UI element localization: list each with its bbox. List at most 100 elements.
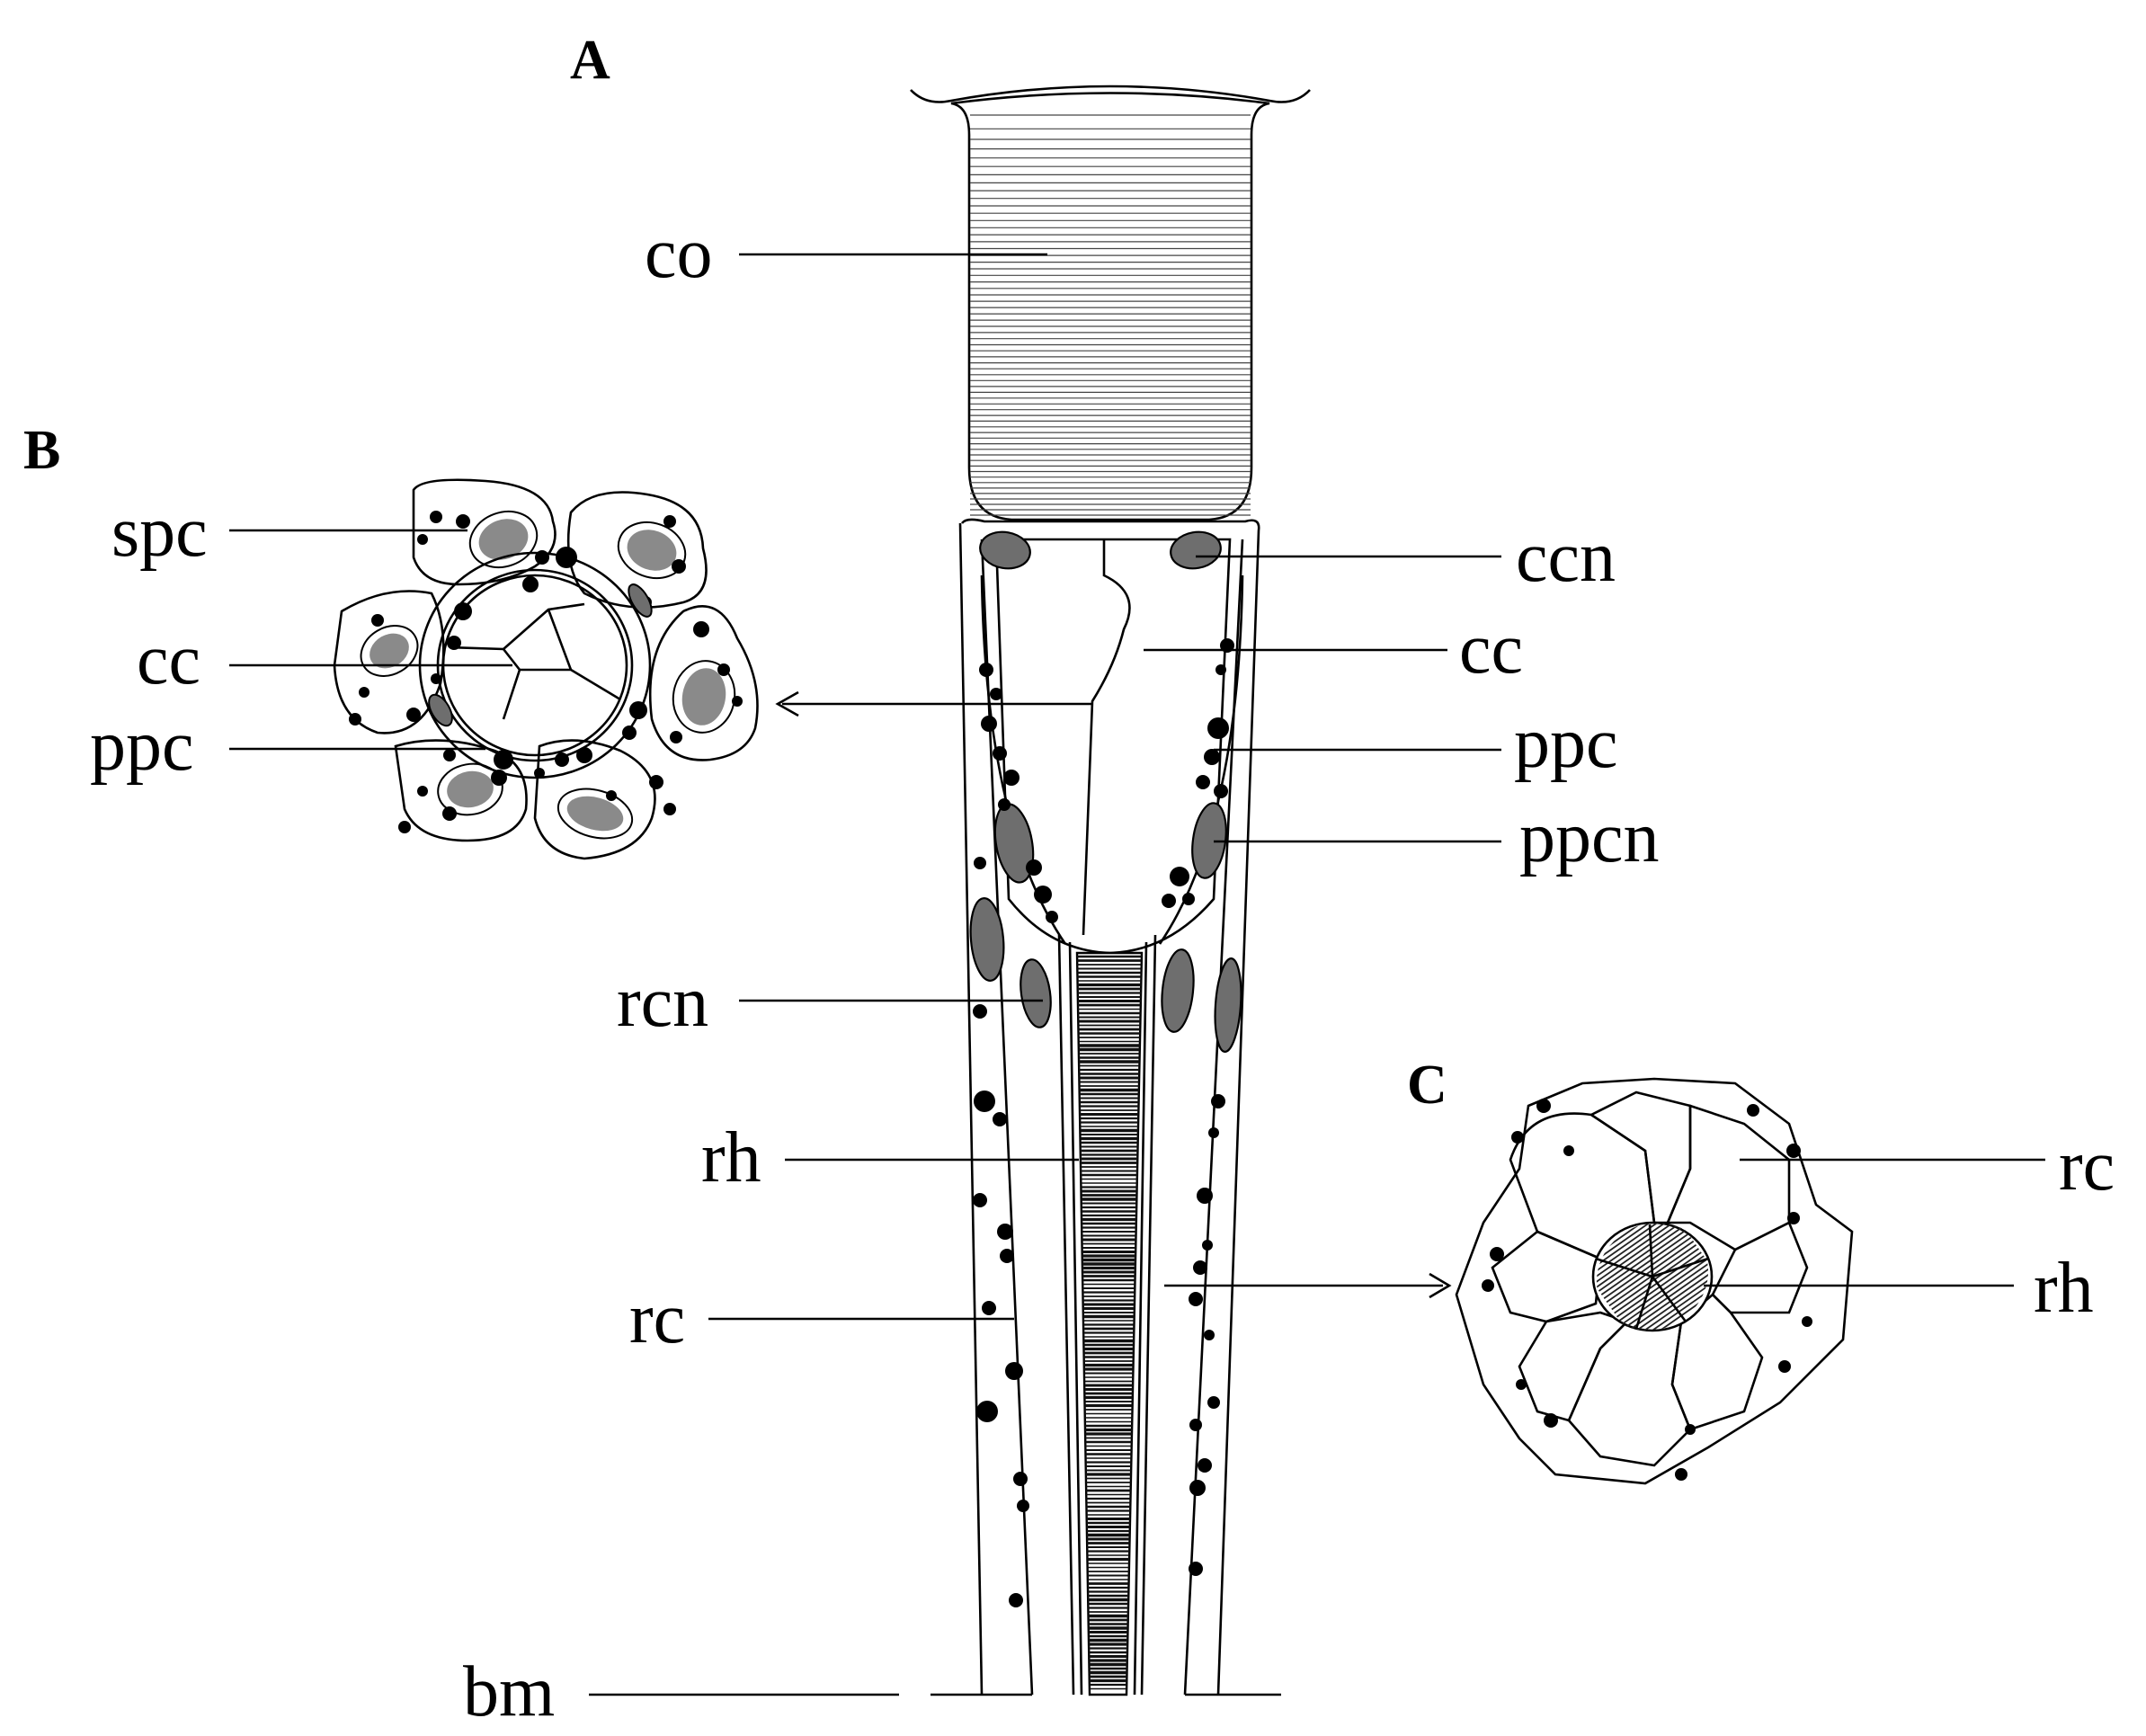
rhabdom-hatch	[1593, 1222, 1681, 1285]
label-ccn: ccn	[1516, 518, 1616, 597]
pigment-granule	[1207, 717, 1229, 739]
pigment-granule	[1198, 1458, 1212, 1473]
pigment-granule	[1563, 1145, 1574, 1156]
pigment-granule	[447, 636, 461, 650]
pigment-granule	[1189, 1292, 1203, 1306]
panel-c-cross-section	[1455, 1077, 1854, 1485]
pigment-granule	[417, 786, 428, 797]
pigment-granule	[629, 701, 647, 719]
pigment-granule	[993, 1112, 1007, 1126]
label-rh-c: rh	[2034, 1249, 2094, 1328]
panel-label-a: A	[570, 30, 610, 91]
spc-nucleus	[370, 633, 409, 669]
pigment-granule	[1511, 1131, 1524, 1144]
cell-outline	[1068, 941, 1083, 1696]
pigment-granule	[406, 708, 421, 722]
cone-cell-divisions	[449, 602, 621, 720]
rhabdom-hatch	[1598, 1229, 1687, 1292]
label-rcn: rcn	[617, 963, 709, 1042]
spc-nucleus-rim	[468, 510, 539, 569]
nucleus	[969, 897, 1005, 982]
ppc-nucleus	[628, 583, 653, 618]
pigment-granule	[606, 790, 617, 801]
pigment-granule	[1204, 1330, 1215, 1340]
pigment-granule	[1214, 784, 1228, 798]
nucleus	[1170, 530, 1222, 570]
pigment-granule	[663, 515, 676, 528]
label-rc-c: rc	[2059, 1126, 2115, 1206]
retinula-cell	[1567, 1320, 1692, 1467]
pigment-granule	[1162, 894, 1176, 908]
pigment-granule	[1026, 859, 1042, 876]
pigment-granule	[535, 550, 549, 565]
pigment-granule	[522, 576, 539, 592]
panel-label-b: B	[23, 420, 61, 481]
pigment-granule	[1207, 1396, 1220, 1409]
crystalline-cone-outline	[994, 538, 1232, 955]
spc-nucleus	[478, 519, 529, 560]
pigment-granule	[1009, 1593, 1023, 1607]
pigment-granule	[670, 731, 682, 743]
pigment-granule	[1482, 1279, 1494, 1292]
pigment-granule	[534, 768, 545, 779]
label-co: co	[645, 214, 713, 293]
retinula-cell	[1518, 1311, 1630, 1422]
pigment-granule	[454, 602, 472, 620]
pigment-granule	[998, 798, 1011, 811]
pigment-granule	[442, 806, 457, 821]
label-spc: spc	[111, 493, 208, 572]
rhabdom-hatch	[1596, 1225, 1684, 1288]
pigment-granule	[1202, 1240, 1213, 1251]
arrowhead-c	[1429, 1272, 1452, 1299]
retinula-cell	[1491, 1230, 1602, 1323]
pigment-granule	[1197, 1188, 1213, 1204]
pigment-granule	[430, 511, 442, 523]
retinula-cell	[1666, 1104, 1791, 1251]
panel-a-cuticular-organ	[910, 85, 1311, 521]
pigment-granule	[398, 821, 411, 833]
label-rh-a: rh	[701, 1118, 761, 1197]
cell-outline	[1140, 934, 1157, 1696]
cell-outline	[960, 518, 1260, 1696]
rhabdom-hatch	[1606, 1240, 1695, 1304]
panel-b-cross-section	[333, 478, 759, 860]
cell-outline	[1133, 941, 1148, 1696]
pigment-granule	[997, 1224, 1013, 1240]
pigment-granule	[649, 775, 663, 789]
pigment-granule	[979, 663, 993, 677]
pigment-granule	[1017, 1500, 1029, 1512]
spc-nucleus	[627, 530, 677, 571]
pigment-granule	[1000, 1249, 1014, 1263]
retinula-cell	[1711, 1221, 1809, 1314]
pigment-granule	[555, 752, 569, 767]
pigment-granule	[663, 803, 676, 815]
pigment-granule	[1208, 1127, 1219, 1138]
cell-outline	[980, 574, 1067, 945]
secondary-pigment-cell	[412, 478, 557, 586]
panel-c-outline	[1455, 1077, 1854, 1485]
cornea-curve	[910, 85, 1311, 103]
pigment-granule	[982, 1301, 996, 1315]
label-rc-a: rc	[629, 1279, 686, 1358]
rhabdom-hatch	[1600, 1233, 1689, 1295]
cell-outline	[958, 522, 984, 1696]
pigment-granule	[1544, 1413, 1558, 1428]
pigment-granule	[1193, 1260, 1207, 1275]
cell-outline	[980, 539, 1034, 1696]
pigment-granule	[349, 713, 361, 726]
pigment-granule	[371, 614, 384, 627]
pigment-granule	[1182, 893, 1195, 905]
pigment-granule	[491, 770, 507, 786]
pigment-granule	[693, 621, 709, 637]
label-bm: bm	[463, 1652, 556, 1732]
pigment-granule	[622, 726, 637, 740]
pigment-granule	[1802, 1316, 1812, 1327]
pigment-granule	[1747, 1104, 1759, 1117]
pigment-granule	[1003, 770, 1020, 786]
pigment-granule	[417, 534, 428, 545]
pigment-granule	[1196, 775, 1210, 789]
pigment-granule	[672, 559, 686, 574]
nucleus	[1161, 948, 1195, 1033]
secondary-pigment-cell	[533, 739, 656, 860]
